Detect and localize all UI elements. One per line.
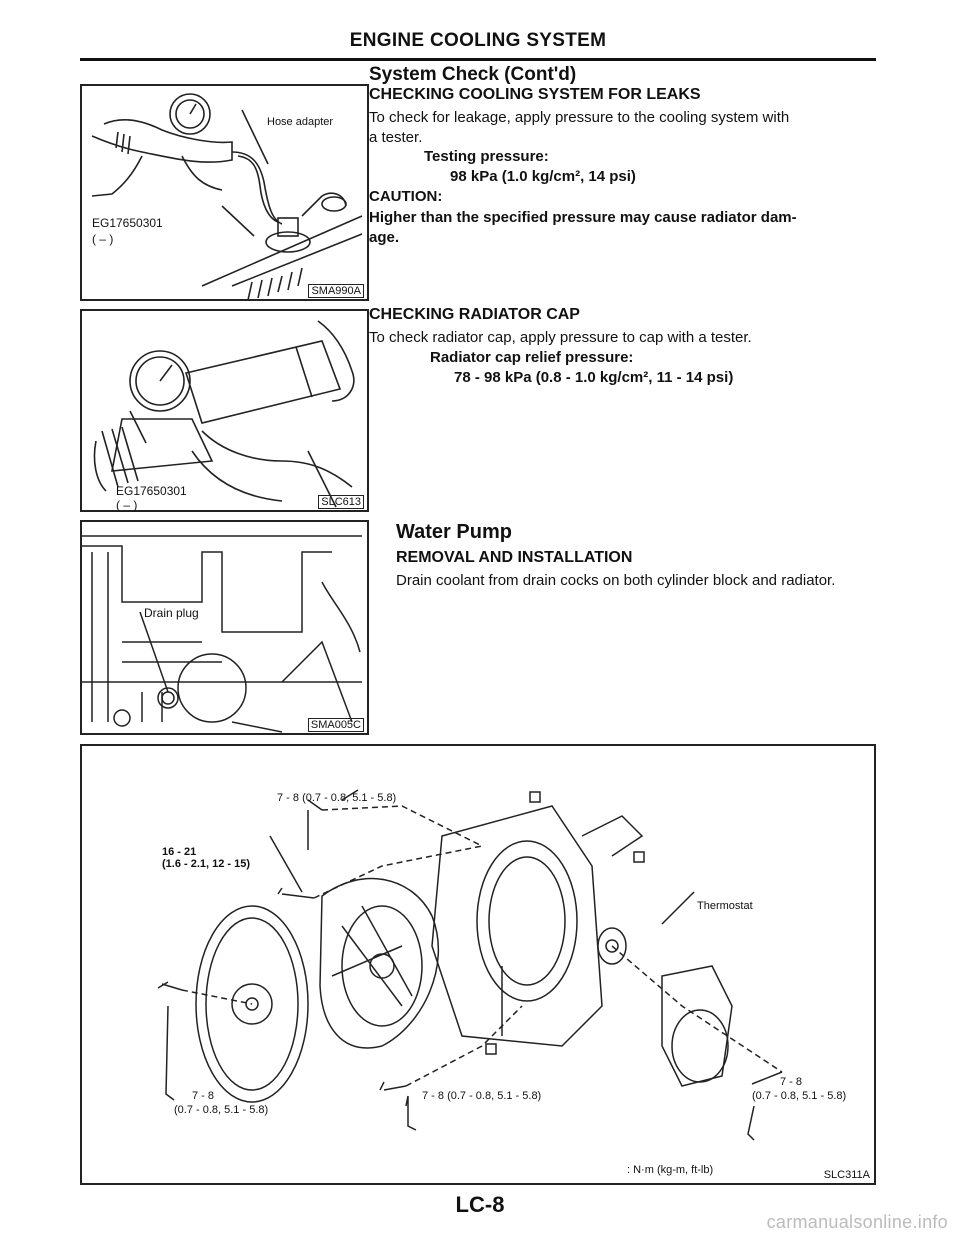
relief-pressure-value: 78 - 98 kPa (0.8 - 1.0 kg/cm², 11 - 14 p… [454,369,734,386]
label-drain-plug: Drain plug [144,606,199,620]
page-number: LC-8 [455,1192,505,1217]
heading-leaks: CHECKING COOLING SYSTEM FOR LEAKS [369,86,701,103]
heading-radiator-cap: CHECKING RADIATOR CAP [369,306,580,323]
figure-drain-plug: Drain plug SMA005C [80,520,369,735]
watermark: carmanualsonline.info [766,1212,948,1232]
figure-2-drawing [93,320,355,508]
label-hose-adapter: Hose adapter [267,116,334,128]
figure-code: SLC311A [823,1169,870,1181]
tool-number: EG17650301 [116,484,187,498]
figure-4-drawing [157,789,783,1141]
leaks-text-line1: To check for leakage, apply pressure to … [369,109,790,126]
header-rule [80,58,876,61]
figure-pressure-tester-radiator: Hose adapter EG17650301 ( – ) SMA990A [80,84,369,301]
torque-bottom-left-1: 7 - 8 [192,1090,215,1102]
section-title-system-check: System Check (Cont'd) [369,64,577,85]
tool-number-sub: ( – ) [92,232,114,246]
figure-radiator-cap-tester: EG17650301 ( – ) SLC613 [80,309,369,512]
figure-1-drawing [91,93,363,301]
tool-number-sub: ( – ) [116,498,138,512]
tool-number: EG17650301 [92,216,163,230]
leaks-text-line2: a tester. [369,129,423,146]
water-pump-text-line1: Drain coolant from drain cocks on both c… [396,572,836,589]
torque-bottom-left-2: (0.7 - 0.8, 5.1 - 5.8) [174,1104,269,1116]
label-thermostat: Thermostat [697,900,753,912]
relief-pressure-label: Radiator cap relief pressure: [430,349,634,366]
figure-code: SLC613 [318,495,364,509]
caution-line2: age. [369,229,400,246]
torque-left-1: 16 - 21 [162,846,197,858]
torque-bottom-middle: 7 - 8 (0.7 - 0.8, 5.1 - 5.8) [422,1090,542,1102]
torque-legend: : N·m (kg-m, ft-lb) [627,1164,714,1176]
heading-removal-installation: REMOVAL AND INSTALLATION [396,549,633,566]
cap-text-line1: To check radiator cap, apply pressure to… [369,329,752,346]
caution-label: CAUTION: [369,188,443,205]
torque-top: 7 - 8 (0.7 - 0.8, 5.1 - 5.8) [277,792,397,804]
torque-bottom-right-1: 7 - 8 [780,1076,803,1088]
testing-pressure-value: 98 kPa (1.0 kg/cm², 14 psi) [450,168,636,185]
torque-left-2: (1.6 - 2.1, 12 - 15) [162,858,251,870]
section-title-water-pump: Water Pump [396,521,512,543]
figure-water-pump-exploded: 7 - 8 (0.7 - 0.8, 5.1 - 5.8) 16 - 21 (1.… [80,744,876,1185]
figure-code: SMA990A [308,284,364,298]
torque-bottom-right-2: (0.7 - 0.8, 5.1 - 5.8) [752,1090,847,1102]
caution-line1: Higher than the specified pressure may c… [369,209,797,226]
page-header: ENGINE COOLING SYSTEM [349,30,607,51]
figure-3-drawing [82,535,362,733]
testing-pressure-label: Testing pressure: [424,148,549,165]
figure-code: SMA005C [307,718,364,732]
